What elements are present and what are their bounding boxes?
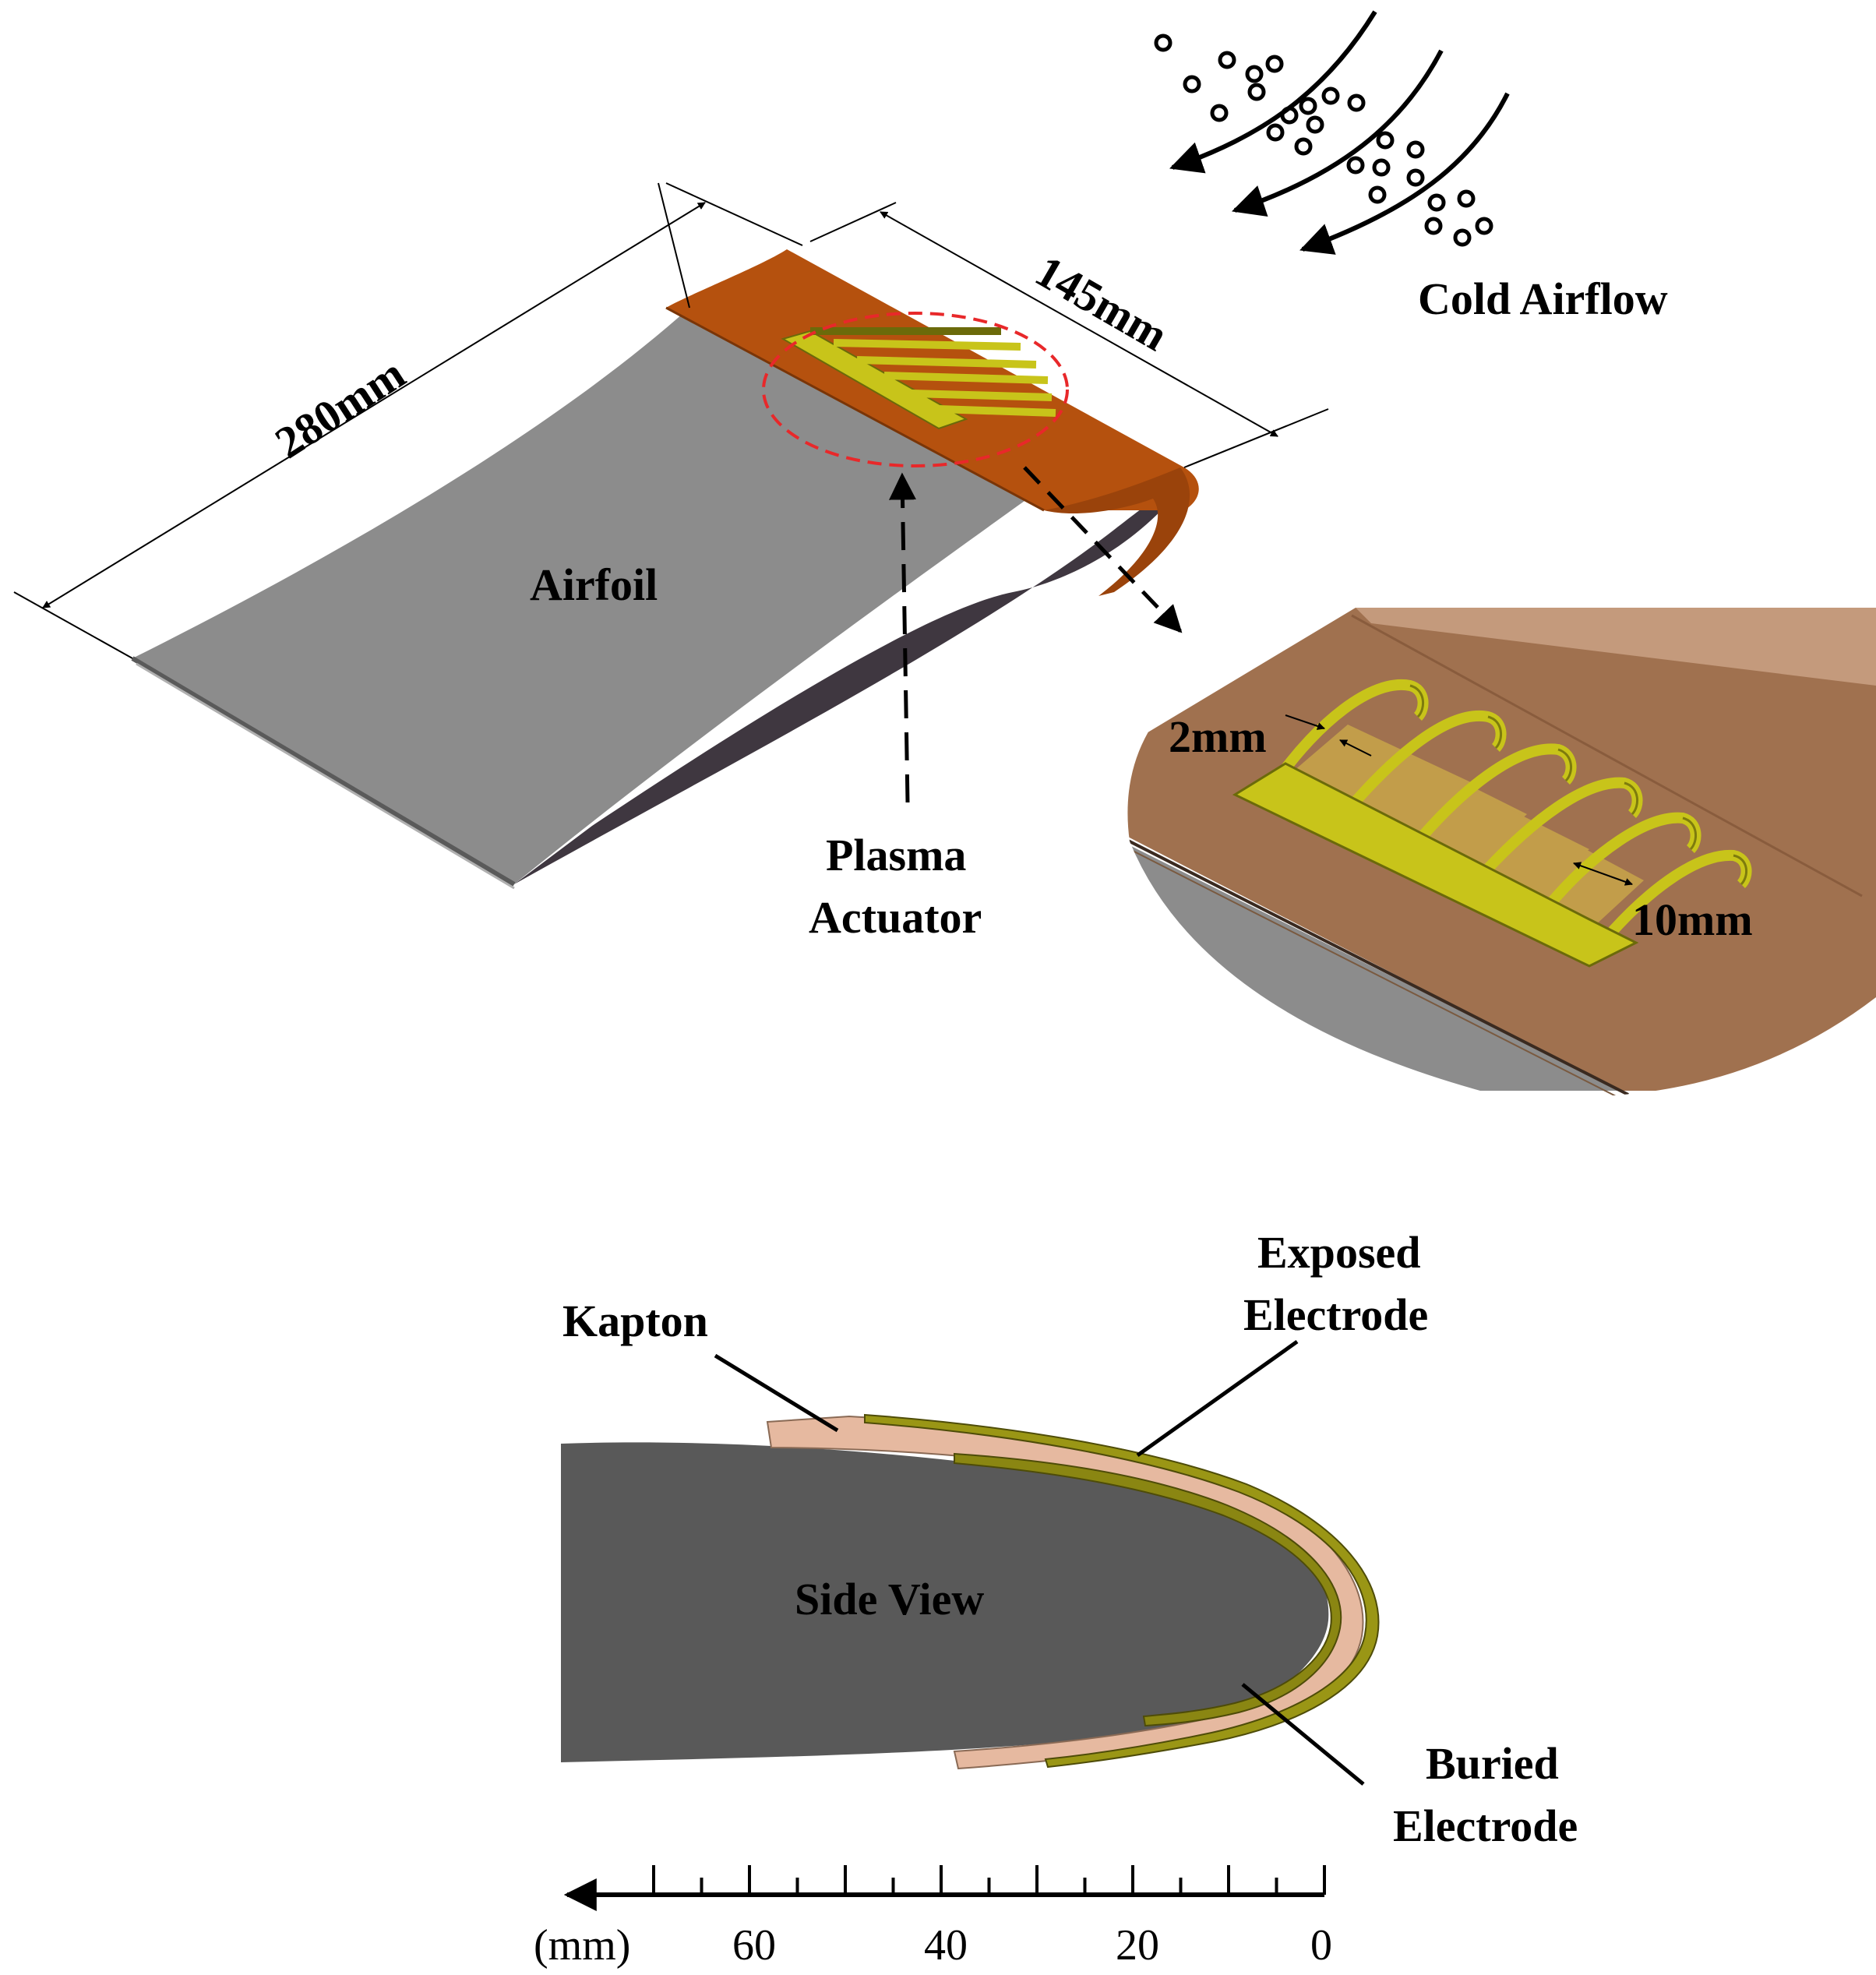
scale-bar [563,1865,1326,1911]
kapton-leader [714,1353,839,1433]
dimension-280mm [13,182,803,659]
zoom-electrode-base [1232,762,1639,968]
airfoil-3d-view [131,249,1199,890]
side-view-exposed-electrode [864,1413,1380,1769]
scale-ticks [652,1865,1326,1895]
finger-width-marker [1285,714,1372,756]
side-view-label: Side View [795,1574,984,1624]
span-dimension-label: 280mm [266,347,414,468]
side-view-buried-electrode [954,1452,1342,1727]
exposed-electrode-label-line2: Electrode [1243,1289,1428,1340]
cold-airflow-label: Cold Airflow [1418,273,1668,324]
buried-electrode-leader [1241,1683,1365,1786]
scale-unit-label: (mm) [534,1921,630,1970]
side-view-diagram [561,1339,1380,1786]
finger-spacing-marker [1573,862,1633,886]
side-view-airfoil-body [561,1442,1329,1762]
plasma-actuator-pointer [889,472,917,803]
scale-tick-label-40: 40 [924,1921,968,1970]
scale-tick-label-60: 60 [732,1921,776,1970]
airflow-arrow-2 [1232,49,1444,217]
zoom-detail-view [1127,608,1876,1097]
airflow-arrow-1 [1169,10,1377,174]
plasma-actuator-label-line1: Plasma [826,830,966,880]
airfoil-side-face [514,475,1190,884]
dimension-145mm [809,202,1329,468]
kapton-label: Kapton [562,1296,708,1346]
exposed-electrode-leader [1136,1339,1299,1458]
zoom-leader-line [1023,466,1183,633]
airflow-particles [1154,34,1493,247]
scale-tick-label-20: 20 [1116,1921,1159,1970]
airflow-arrow-3 [1299,92,1510,255]
scale-tick-label-0: 0 [1310,1921,1332,1970]
finger-width-label: 2mm [1169,711,1267,762]
cold-airflow-graphic [1154,10,1510,255]
actuator-dimension-label: 145mm [1028,245,1177,361]
airfoil-edge-line [131,656,516,887]
airfoil-label: Airfoil [530,559,658,610]
buried-electrode-label-line2: Electrode [1393,1800,1578,1851]
buried-electrode-label-line1: Buried [1426,1738,1559,1789]
exposed-electrode-label-line1: Exposed [1257,1227,1421,1278]
plasma-actuator-label-line2: Actuator [809,892,982,943]
finger-spacing-label: 10mm [1632,894,1753,945]
